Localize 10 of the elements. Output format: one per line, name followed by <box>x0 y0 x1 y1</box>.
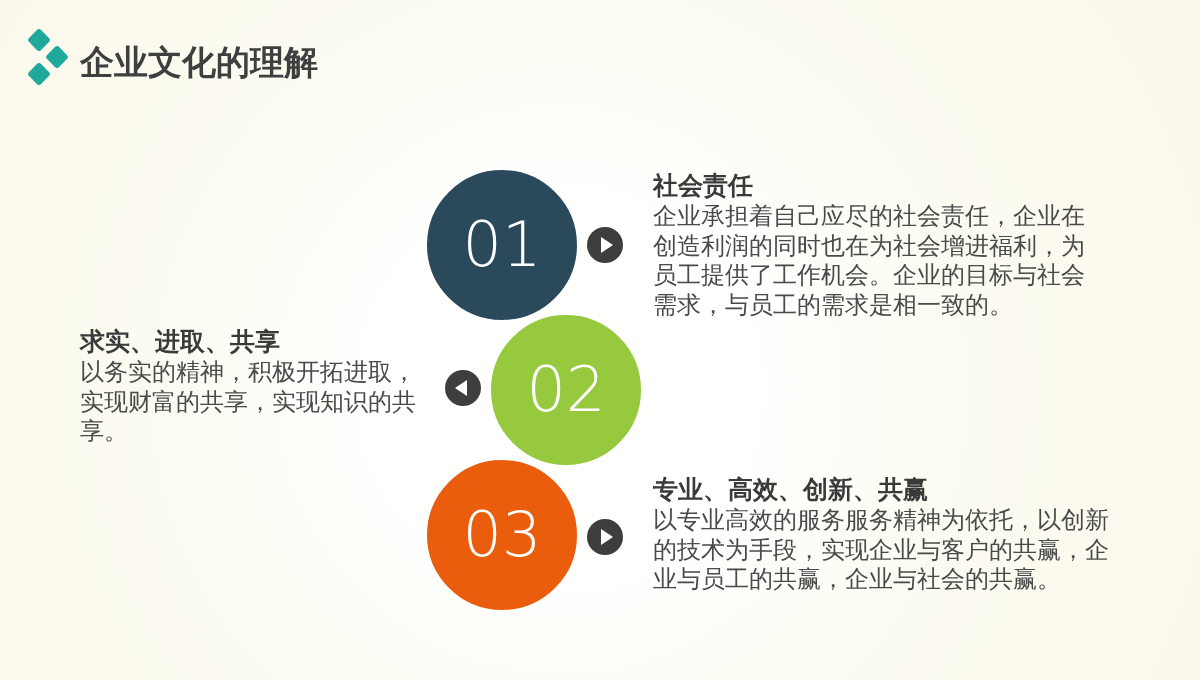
step-number: 01 <box>462 210 542 280</box>
step-number: 03 <box>462 500 542 570</box>
step-number: 02 <box>526 355 606 425</box>
section-heading: 社会责任 <box>653 170 753 202</box>
description-text: 以专业高效的服务服务精神为依托，以创新的技术为手段，实现企业与客户的共赢，企业与员工的共赢，企业与社会的共赢。 <box>653 506 1110 595</box>
description-text: 企业承担着自己应尽的社会责任，企业在创造利润的同时也在为社会增进福利，为员工提供了工作机会。企业的目标与社会需求，与员工的需求是相一致的。 <box>653 202 1086 320</box>
slide-title: 企业文化的理解 <box>80 41 318 84</box>
section-heading: 求实、进取、共享 <box>80 326 280 358</box>
section-heading: 专业、高效、创新、共赢 <box>653 474 928 506</box>
description-text: 以务实的精神，积极开拓进取，实现财富的共享，实现知识的共享。 <box>80 358 417 447</box>
